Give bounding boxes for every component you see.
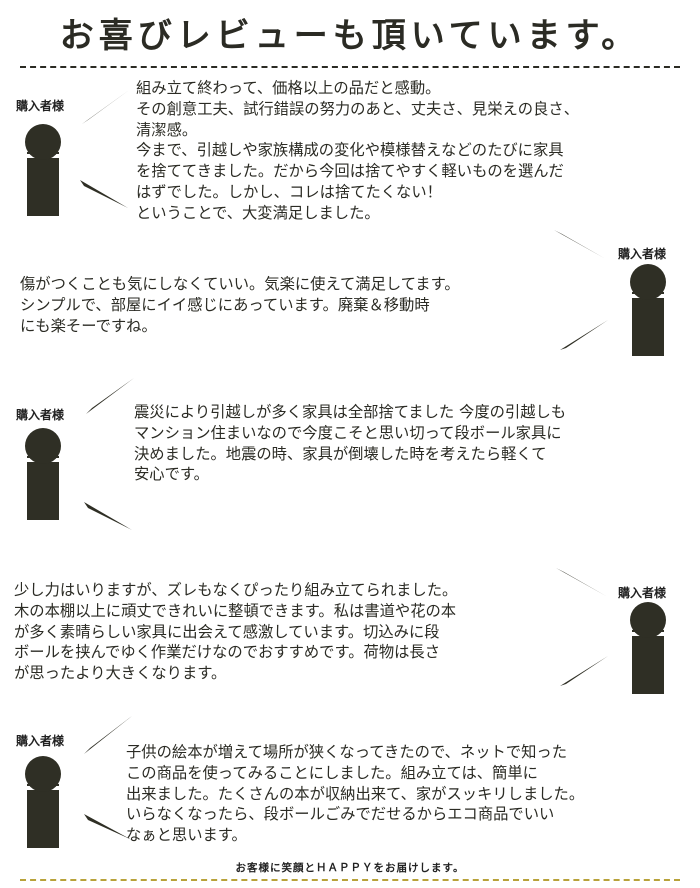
review-text-2: 傷がつくことも気にしなくていい。気楽に使えて満足してます。 シンプルで、部屋にイ… xyxy=(20,275,460,335)
speech-wedge-icon xyxy=(560,654,630,704)
buyer-label-1: 購入者様 xyxy=(16,99,65,113)
buyer-avatar-icon xyxy=(627,602,669,694)
speech-wedge-icon xyxy=(84,500,154,550)
speech-wedge-icon xyxy=(84,378,154,428)
speech-wedge-icon xyxy=(80,178,150,228)
speech-wedge-icon xyxy=(556,566,626,616)
speech-wedge-icon xyxy=(560,318,630,368)
page-title: お喜びレビューも頂いています。 xyxy=(59,16,641,56)
review-text-5: 子供の絵本が増えて場所が狭くなってきたので、ネットで知った この商品を使ってみる… xyxy=(126,743,585,845)
divider-bottom xyxy=(20,879,680,881)
buyer-avatar-icon xyxy=(22,124,64,216)
buyer-label-3: 購入者様 xyxy=(16,408,65,422)
speech-wedge-icon xyxy=(554,228,624,278)
footer-tagline: お客様に笑顔とＨＡＰＰＹをお届けします。 xyxy=(235,862,465,874)
buyer-avatar-icon xyxy=(22,756,64,848)
buyer-avatar-icon xyxy=(627,264,669,356)
buyer-label-5: 購入者様 xyxy=(16,734,65,748)
speech-wedge-icon xyxy=(80,88,150,138)
review-text-3: 震災により引越しが多く家具は全部捨てました 今度の引越しも マンション住まいなの… xyxy=(134,403,567,484)
buyer-avatar-icon xyxy=(22,428,64,520)
speech-wedge-icon xyxy=(84,812,154,862)
speech-wedge-icon xyxy=(82,716,152,766)
buyer-label-4: 購入者様 xyxy=(618,586,667,600)
review-text-4: 少し力はいりますが、ズレもなくぴったり組み立てられました。 木の本棚以上に頑丈で… xyxy=(14,581,458,683)
review-text-1: 組み立て終わって、価格以上の品だと感動。 その創意工夫、試行錯誤の努力のあと、丈… xyxy=(136,79,579,222)
divider-top xyxy=(20,66,680,68)
buyer-label-2: 購入者様 xyxy=(618,247,667,261)
